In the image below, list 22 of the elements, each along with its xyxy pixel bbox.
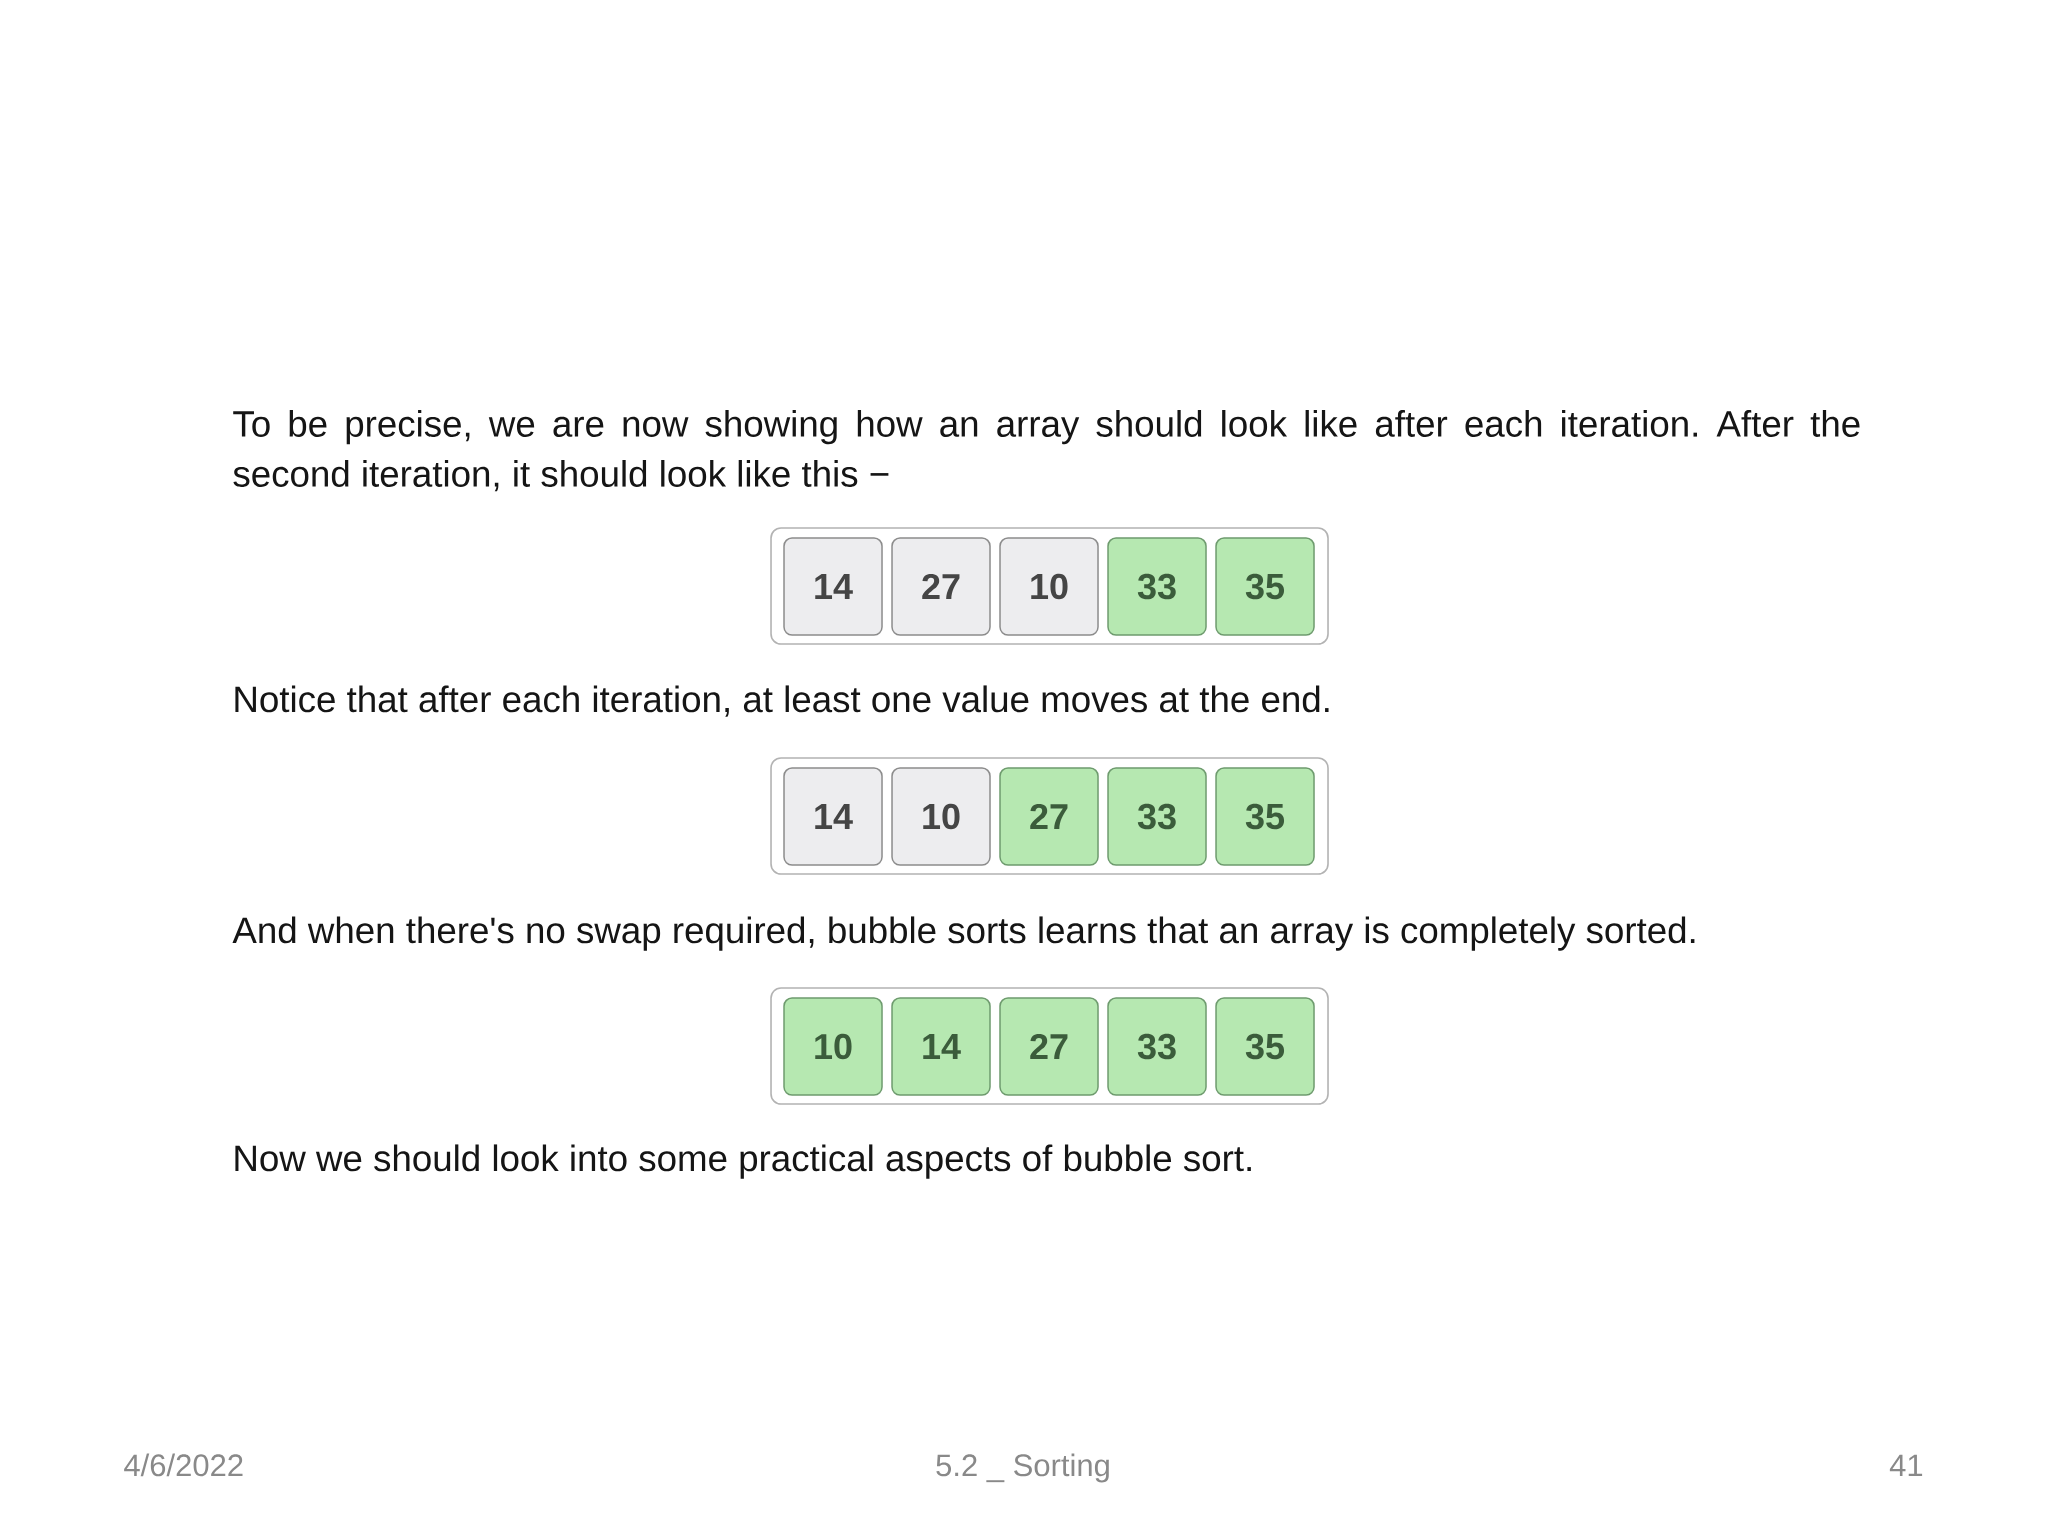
array-cell: 35 <box>1215 767 1315 866</box>
array-cell: 33 <box>1107 537 1207 636</box>
array-cell: 35 <box>1215 997 1315 1096</box>
body-text: And when there's no swap required, bubble sorts learns that an array is completely sorted. <box>232 916 1695 951</box>
array-cell: 33 <box>1107 997 1207 1096</box>
paragraph: To be precise, we are now showing how an array should look like after each iteration. After the second iteration, it should look like this − <box>233 410 1860 492</box>
array-cell: 33 <box>1107 767 1207 866</box>
footer-title: 5.2 _ Sorting <box>936 1453 1109 1483</box>
array-cell: 10 <box>783 997 883 1096</box>
array-cell: 10 <box>891 767 991 866</box>
footer-date: 4/6/2022 <box>124 1453 243 1477</box>
array-cell: 27 <box>999 997 1099 1096</box>
array-cell: 14 <box>891 997 991 1096</box>
array-cell: 14 <box>783 767 883 866</box>
body-text: Now we should look into some practical aspects of bubble sort. <box>235 1144 1251 1179</box>
array-cell: 27 <box>999 767 1099 866</box>
page-number: 41 <box>1889 1454 1923 1476</box>
body-text: Notice that after each iteration, at least one value moves at the end. <box>235 685 1329 717</box>
array-cell: 27 <box>891 537 991 636</box>
array-cell: 14 <box>783 537 883 636</box>
array-cell: 10 <box>999 537 1099 636</box>
array-cell: 35 <box>1215 537 1315 636</box>
